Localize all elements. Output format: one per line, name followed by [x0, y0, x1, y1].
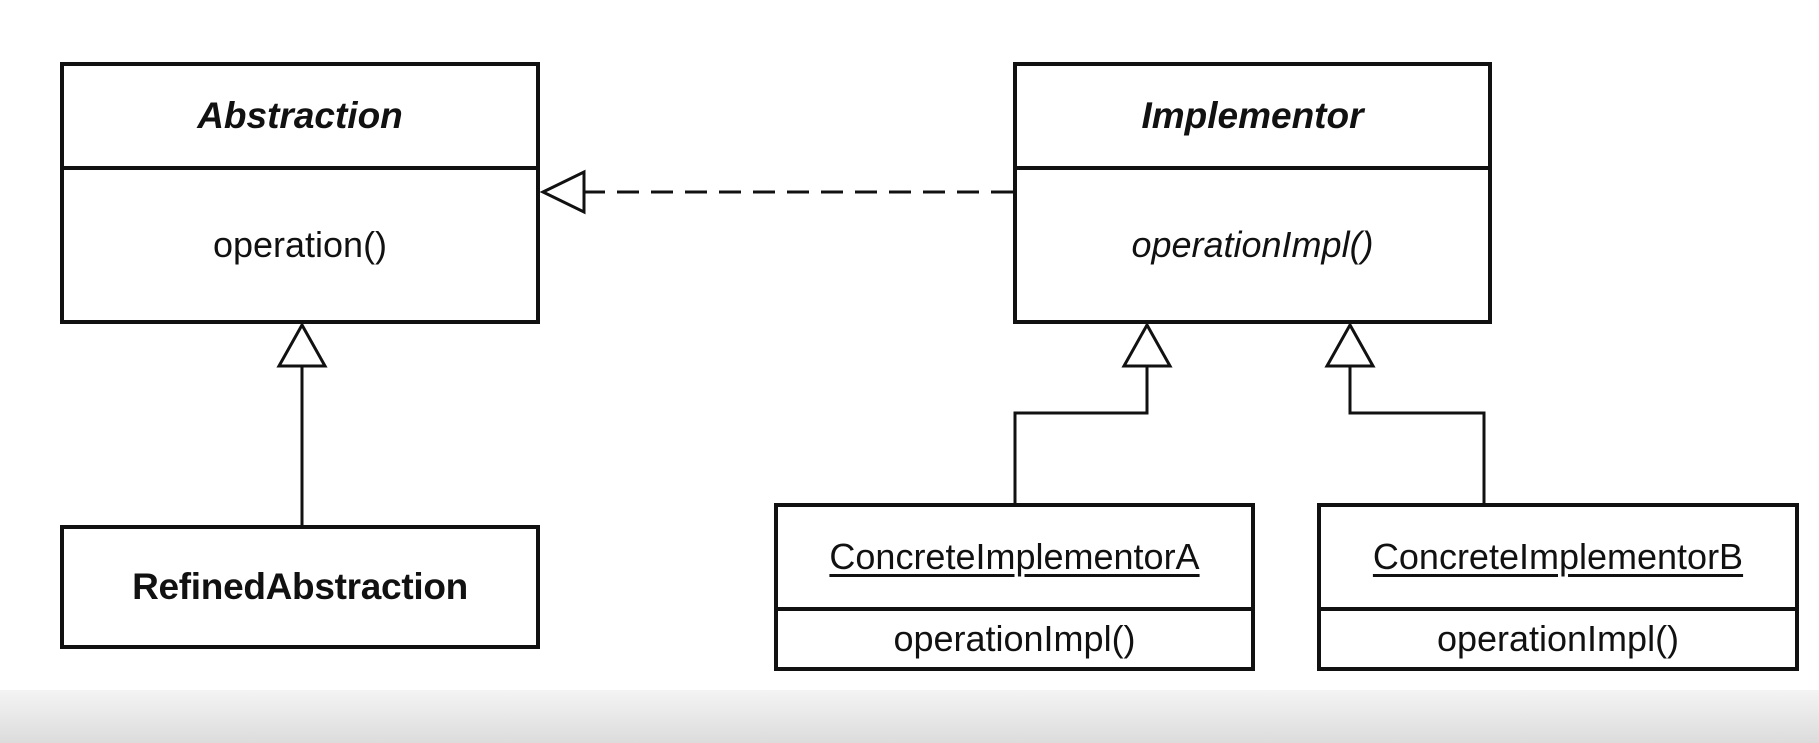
- class-concrete-implementor-b[interactable]: ConcreteImplementorB operationImpl(): [1317, 503, 1799, 671]
- class-refined-abstraction-name: RefinedAbstraction: [132, 566, 468, 607]
- generalization-arrowhead-abstraction: [276, 321, 328, 368]
- class-refined-abstraction[interactable]: RefinedAbstraction: [60, 525, 540, 649]
- class-implementor-operation: operationImpl(): [1131, 224, 1374, 265]
- generalization-arrowhead-implementor-a: [1121, 321, 1173, 368]
- class-concrete-a-operation: operationImpl(): [893, 618, 1136, 659]
- class-concrete-a-name: ConcreteImplementorA: [778, 507, 1251, 611]
- realization-arrowhead-abstraction: [539, 169, 586, 215]
- generalization-line-concrete-a: [1013, 366, 1149, 505]
- class-concrete-implementor-a[interactable]: ConcreteImplementorA operationImpl(): [774, 503, 1255, 671]
- class-implementor-name: Implementor: [1017, 66, 1488, 170]
- class-implementor[interactable]: Implementor operationImpl(): [1013, 62, 1492, 324]
- class-abstraction-operation: operation(): [212, 224, 388, 265]
- generalization-line-concrete-b: [1348, 366, 1486, 505]
- generalization-arrowhead-implementor-b: [1324, 321, 1376, 368]
- class-abstraction-name: Abstraction: [64, 66, 536, 170]
- bottom-shade-band: [0, 690, 1819, 743]
- class-concrete-b-operation: operationImpl(): [1436, 618, 1680, 659]
- class-concrete-b-name: ConcreteImplementorB: [1321, 507, 1795, 611]
- class-abstraction[interactable]: Abstraction operation(): [60, 62, 540, 324]
